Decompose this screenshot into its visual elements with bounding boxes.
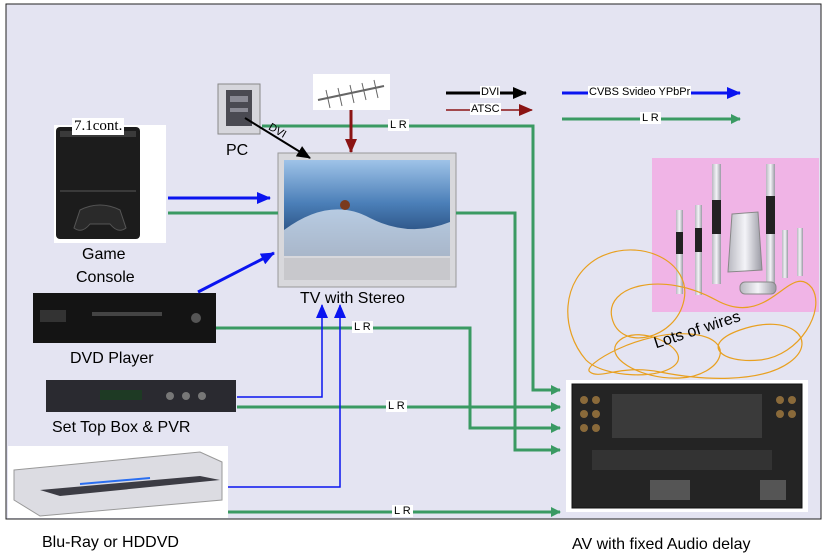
legend-atsc-label: ATSC: [470, 103, 501, 115]
stb-label: Set Top Box & PVR: [52, 419, 191, 436]
dvd-lr-label: L R: [352, 321, 373, 333]
dvd-label: DVD Player: [70, 350, 154, 367]
tangled-wires-scribble: [567, 249, 817, 379]
console-label-line1: Game: [82, 246, 126, 263]
bluray-player-image: [8, 446, 228, 518]
stb-to-tv-video: [237, 304, 328, 398]
pc-tower-image: [217, 83, 261, 135]
component-connections: [228, 304, 346, 488]
antenna-image: [313, 74, 390, 110]
tv-image: [277, 152, 457, 288]
console-caption: 7.1cont.: [72, 118, 125, 135]
av-receiver-image: [566, 380, 808, 512]
dvd-to-tv-video: [197, 251, 275, 294]
bluray-to-tv-video: [228, 304, 346, 488]
pc-lr-label: L R: [388, 119, 409, 131]
tv-label: TV with Stereo: [300, 290, 405, 307]
game-console-image: [54, 125, 166, 243]
legend-lr-label: L R: [640, 112, 661, 124]
bluray-label: Blu-Ray or HDDVD: [42, 534, 179, 551]
pc-to-tv-dvi: [244, 117, 311, 159]
dvd-player-image: [33, 293, 216, 343]
tv-to-av-audio: [456, 211, 561, 455]
bluray-lr-label: L R: [392, 505, 413, 517]
video-connections: [168, 192, 275, 294]
pc-label: PC: [226, 142, 249, 159]
legend-video-label: CVBS Svideo YPbPr: [588, 86, 692, 98]
av-label: AV with fixed Audio delay: [572, 536, 751, 553]
console-label-line2: Console: [76, 269, 135, 286]
set-top-box-image: [46, 380, 236, 412]
dvd-to-av-audio: [216, 326, 561, 433]
speakers-image: [652, 158, 819, 312]
legend-dvi-label: DVI: [480, 86, 501, 98]
stb-lr-label: L R: [386, 400, 407, 412]
